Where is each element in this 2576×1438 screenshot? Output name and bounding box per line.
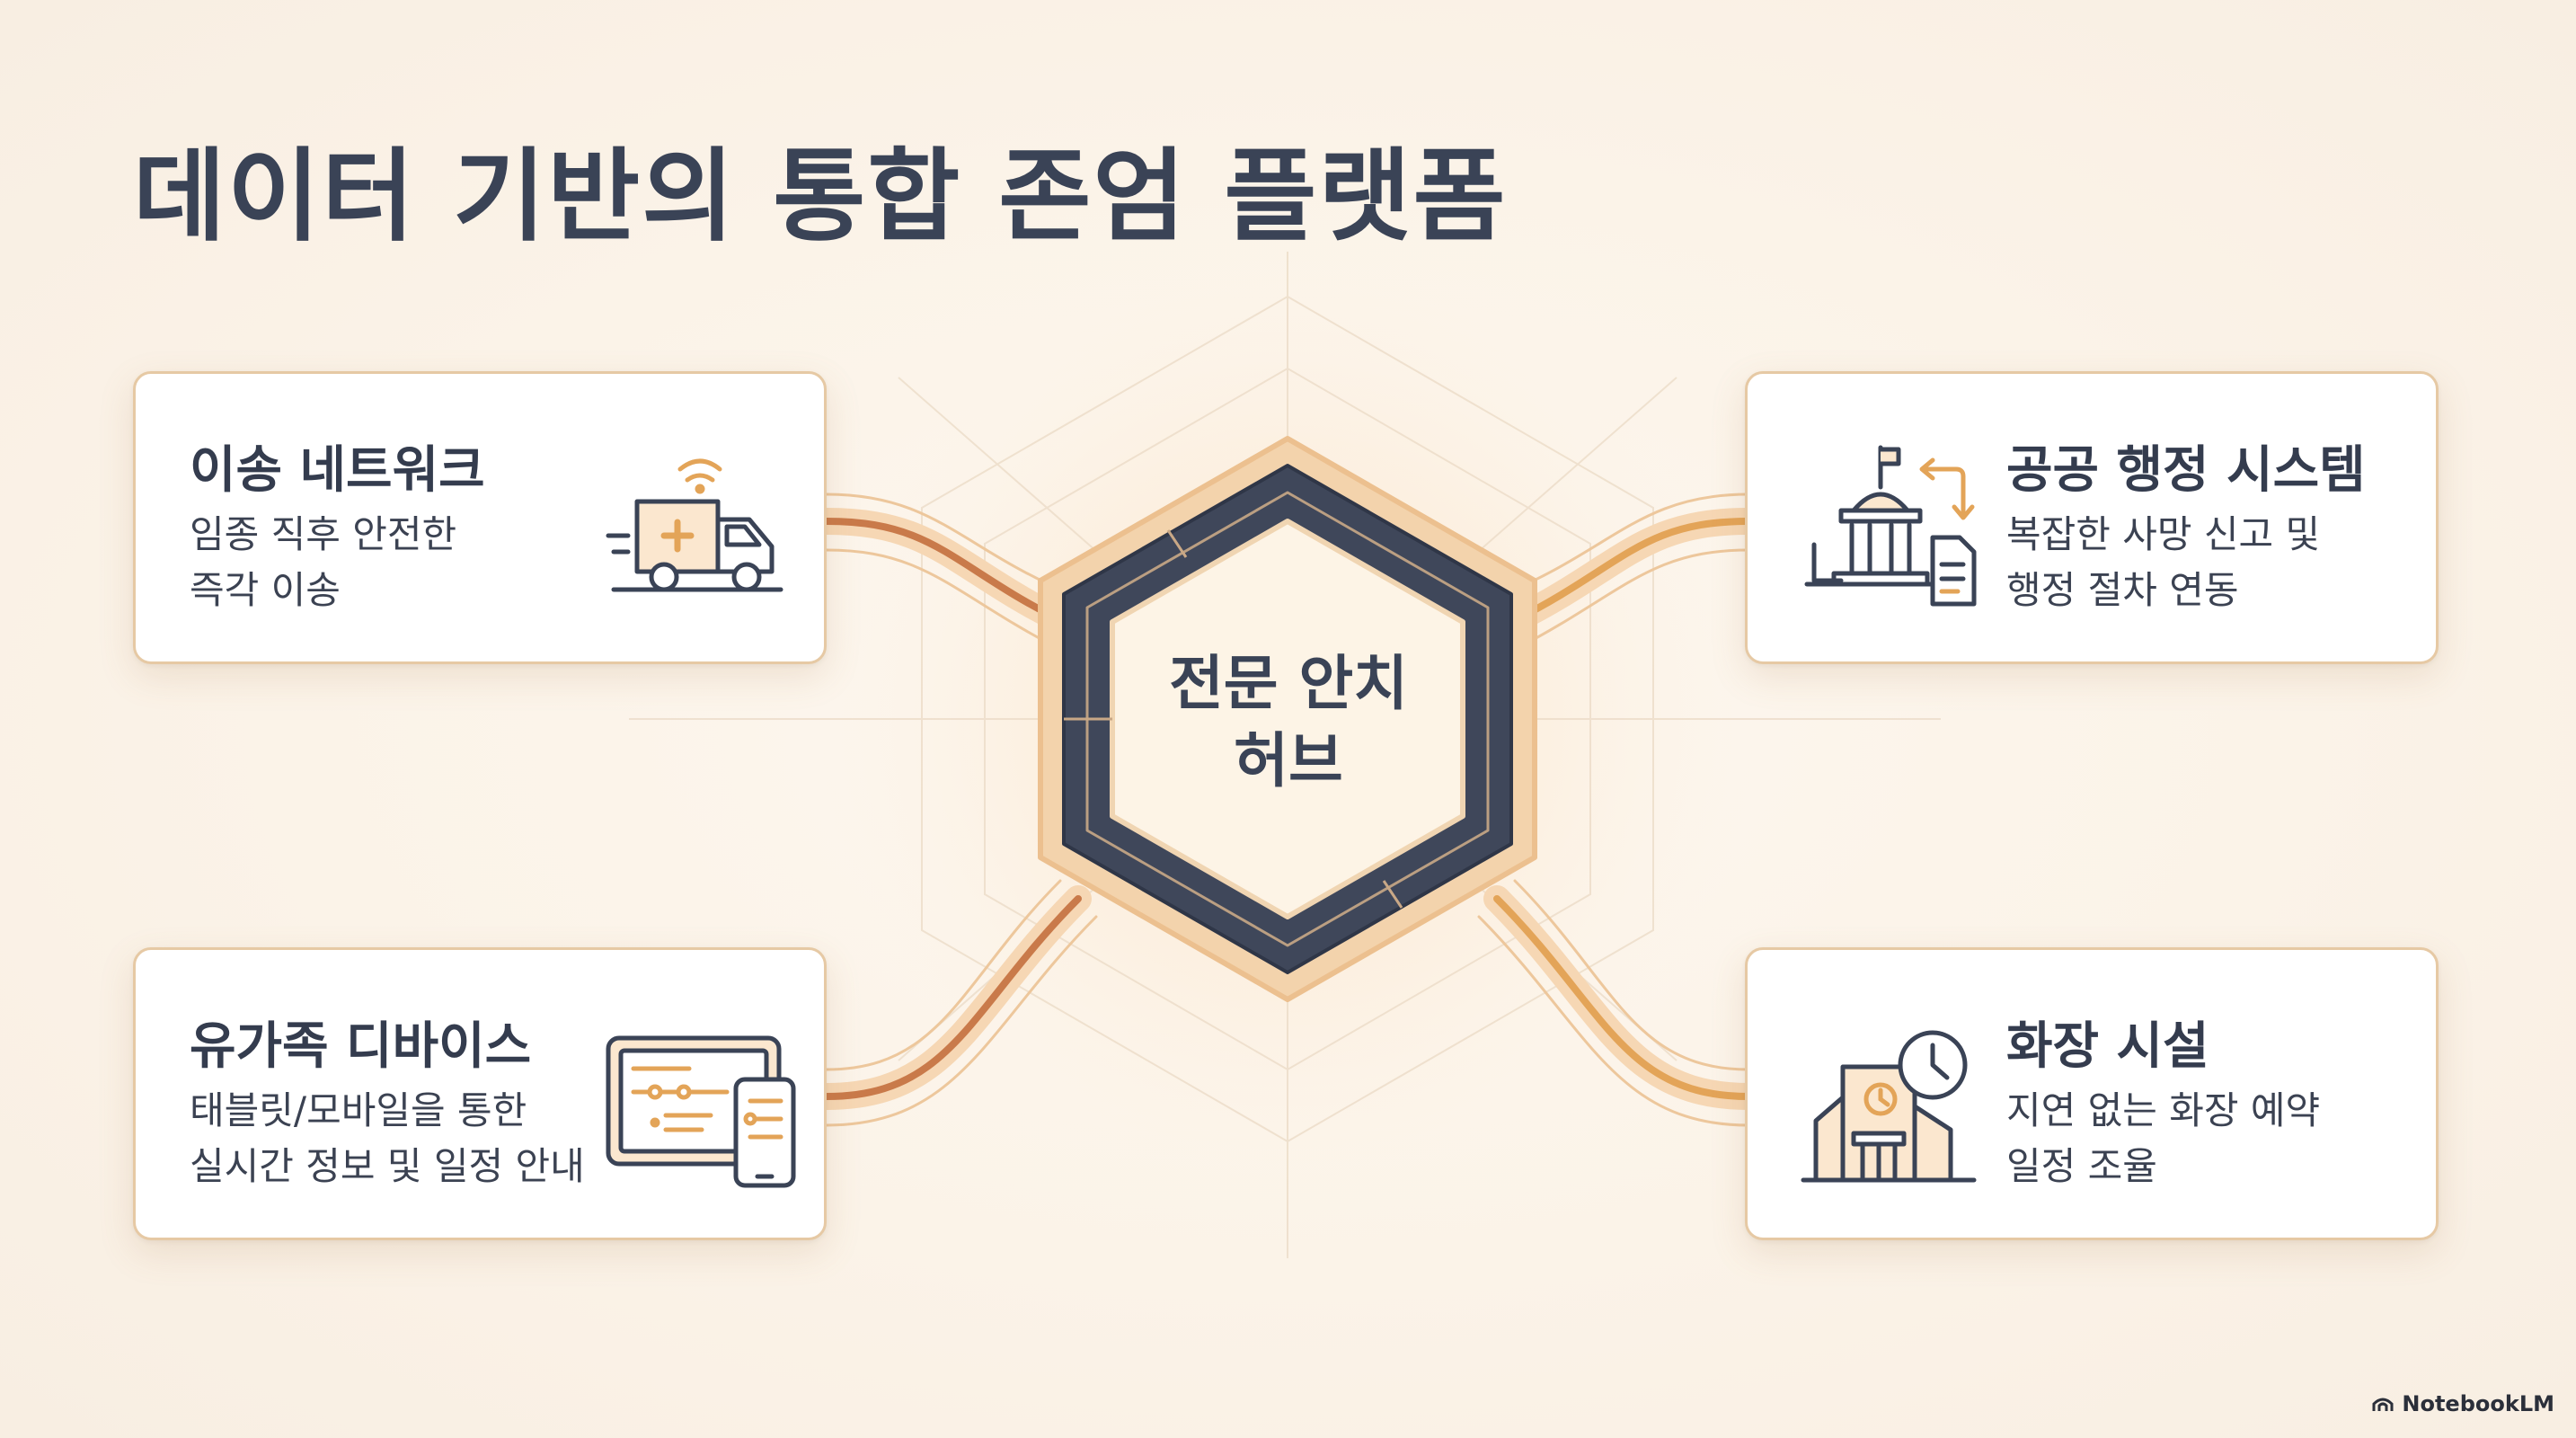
crematorium-clock-icon — [1801, 1030, 1977, 1183]
ambulance-icon — [606, 458, 783, 592]
card-title: 화장 시설 — [2006, 1017, 2209, 1076]
notebooklm-watermark: NotebookLM — [2371, 1391, 2554, 1416]
hub-label-line2: 허브 — [1234, 726, 1343, 795]
card-description-line2: 실시간 정보 및 일정 안내 — [190, 1144, 585, 1188]
connector-crem — [1477, 879, 1762, 1127]
card-crematorium: 화장 시설 지연 없는 화장 예약 일정 조율 — [1745, 947, 2439, 1240]
card-description-line1: 복잡한 사망 신고 및 — [2006, 512, 2321, 556]
card-description-line1: 임종 직후 안전한 — [190, 512, 457, 556]
card-family-devices: 유가족 디바이스 태블릿/모바일을 통한 실시간 정보 및 일정 안내 — [133, 947, 827, 1240]
card-title: 유가족 디바이스 — [190, 1017, 532, 1076]
card-description: 지연 없는 화장 예약 일정 조율 — [2006, 1083, 2320, 1194]
brand-label: NotebookLM — [2402, 1391, 2554, 1416]
card-public-admin-system: 공공 행정 시스템 복잡한 사망 신고 및 행정 절차 연동 — [1745, 371, 2439, 664]
card-title: 이송 네트워크 — [190, 441, 485, 500]
card-description: 복잡한 사망 신고 및 행정 절차 연동 — [2006, 507, 2320, 618]
card-description-line1: 태블릿/모바일을 통한 — [190, 1088, 527, 1132]
tablet-mobile-icon — [606, 1035, 796, 1188]
card-description-line2: 행정 절차 연동 — [2006, 568, 2239, 612]
government-building-icon — [1804, 445, 1977, 607]
hub-label: 전문 안치 허브 — [1109, 645, 1468, 800]
connector-public — [1501, 493, 1762, 649]
card-description: 임종 직후 안전한 즉각 이송 — [190, 507, 456, 618]
connector-family — [813, 879, 1098, 1127]
card-description: 태블릿/모바일을 통한 실시간 정보 및 일정 안내 — [190, 1083, 585, 1194]
notebooklm-logo-icon — [2372, 1398, 2394, 1411]
card-description-line1: 지연 없는 화장 예약 — [2006, 1088, 2321, 1132]
page-title: 데이터 기반의 통합 존엄 플랫폼 — [133, 138, 1508, 255]
card-title: 공공 행정 시스템 — [2006, 441, 2366, 500]
hub-label-line1: 전문 안치 — [1169, 649, 1408, 718]
card-description-line2: 일정 조율 — [2006, 1144, 2157, 1188]
connector-transport — [813, 493, 1074, 649]
card-transport-network: 이송 네트워크 임종 직후 안전한 즉각 이송 — [133, 371, 827, 664]
card-description-line2: 즉각 이송 — [190, 568, 341, 612]
